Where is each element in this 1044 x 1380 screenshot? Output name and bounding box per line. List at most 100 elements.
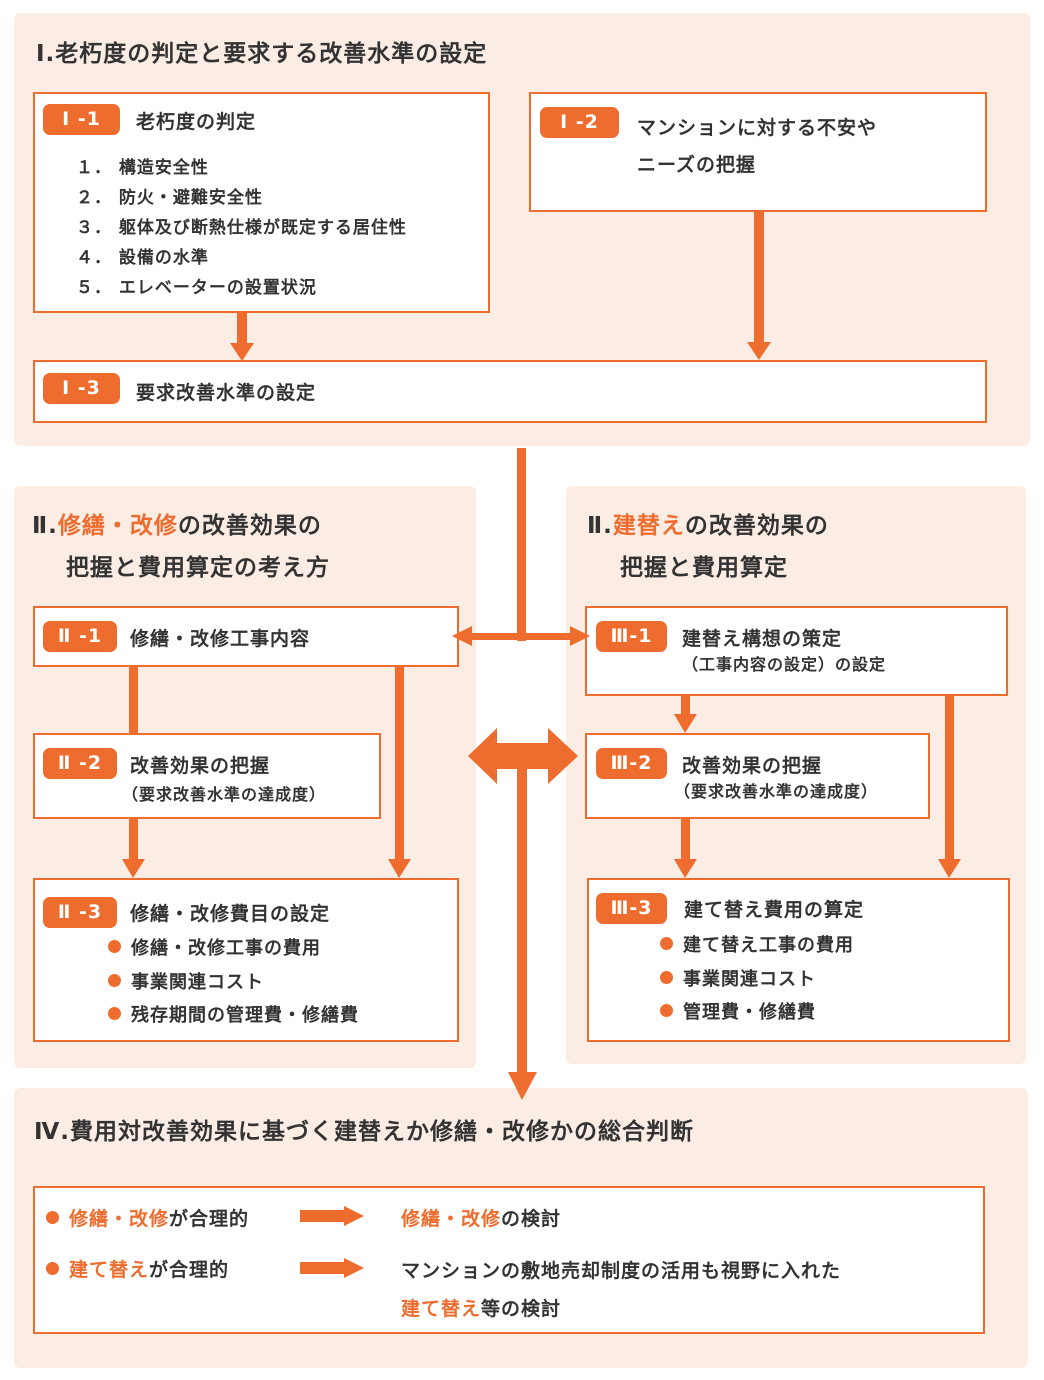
row1-result-suffix: の検討 [501,1208,562,1230]
section3-title-suffix: の改善効果の [684,513,829,539]
box-3-2-title: 改善効果の把握 [682,755,823,777]
section1-title: Ⅰ.老朽度の判定と要求する改善水準の設定 [36,41,488,67]
row1-suffix: が合理的 [169,1208,250,1230]
arrow-head [452,626,472,646]
connector-line [517,448,526,641]
judgement-row-1-result: 修繕・改修の検討 [401,1204,561,1231]
tag-2-1: Ⅱ -1 [43,621,117,652]
arrow-head [747,342,771,360]
connector-line [237,313,247,345]
bullet-item: 建て替え工事の費用 [660,931,854,957]
section3-title-line1: Ⅱ.建替えの改善効果の [587,506,829,540]
connector-line [468,633,574,640]
judgement-row-1-label: 修繕・改修が合理的 [46,1204,249,1231]
bullet-item: 事業関連コスト [108,968,264,994]
arrow-head [938,859,961,878]
list-item: ４． 設備の水準 [76,248,209,268]
bullet-dot [660,1004,673,1017]
bullet-dot [108,940,121,953]
arrow-head [344,1206,364,1226]
bullet-item: 事業関連コスト [660,965,816,991]
tag-2-2: Ⅱ -2 [43,748,117,779]
list-item: ２． 防火・避難安全性 [76,188,263,208]
section2-title-suffix: の改善効果の [177,513,322,539]
row1-highlight: 修繕・改修 [69,1208,170,1230]
box-3-3-title: 建て替え費用の算定 [684,899,865,921]
bullet-dot [660,937,673,950]
box-2-3-title: 修繕・改修費目の設定 [130,903,331,925]
section3-title-prefix: Ⅱ. [587,513,613,539]
connector-line [300,1262,348,1274]
box-3-1-title: 建替え構想の策定 [682,628,843,650]
bullet-dot [108,1007,121,1020]
tag-3-2: Ⅲ-2 [596,748,667,779]
box-1-3 [33,360,987,423]
arrow-head [508,1072,537,1100]
box-1-2 [529,92,987,212]
section2-title-line1: Ⅱ.修繕・改修の改善効果の [32,506,322,540]
section3-title-highlight: 建替え [612,513,685,539]
arrow-head [122,859,145,878]
row2-result-suffix: 等の検討 [481,1298,562,1320]
bullet-text: 残存期間の管理費・修繕費 [131,1005,359,1026]
connector-line [300,1210,348,1222]
row2-highlight: 建て替え [69,1259,150,1281]
bullet-text: 建て替え工事の費用 [683,935,854,956]
box-3-1-sub: （工事内容の設定）の設定 [682,655,887,674]
section4-title: Ⅳ.費用対改善効果に基づく建替えか修繕・改修かの総合判断 [34,1119,695,1145]
tag-2-3: Ⅱ -3 [43,897,117,928]
box-2-2-title: 改善効果の把握 [130,755,271,777]
box-1-2-line2: ニーズの把握 [637,154,757,176]
bullet-item: 残存期間の管理費・修繕費 [108,1001,359,1027]
box-2-2-sub: （要求改善水準の達成度） [122,785,327,804]
tag-1-1: Ⅰ -1 [43,104,120,135]
connector-line [129,667,138,733]
section2-title-prefix: Ⅱ. [32,513,58,539]
bullet-text: 事業関連コスト [683,969,816,990]
judgement-row-2-label: 建て替えが合理的 [46,1255,229,1282]
list-item: ３． 躯体及び断熱仕様が既定する居住性 [76,218,407,238]
section2-title-line2: 把握と費用算定の考え方 [66,555,330,581]
bullet-dot [108,974,121,987]
bullet-text: 事業関連コスト [131,972,264,993]
connector-line [129,819,138,861]
row2-suffix: が合理的 [149,1259,230,1281]
connector-line [754,212,764,344]
tag-3-1: Ⅲ-1 [596,621,667,652]
connector-line [681,819,690,861]
list-item: １． 構造安全性 [76,158,209,178]
bullet-dot [46,1262,59,1275]
section2-title-highlight: 修繕・改修 [57,513,178,539]
connector-line [517,750,527,1075]
bullet-item: 管理費・修繕費 [660,998,816,1024]
box-2-2 [33,733,381,819]
bullet-dot [46,1211,59,1224]
section3-title-line2: 把握と費用算定 [620,555,788,581]
tag-1-2: Ⅰ -2 [540,107,619,138]
connector-line [681,696,690,716]
box-3-2-sub: （要求改善水準の達成度） [674,782,879,801]
judgement-row-2-result-line1: マンションの敷地売却制度の活用も視野に入れた [401,1260,842,1282]
tag-1-3: Ⅰ -3 [43,373,120,404]
bullet-text: 修繕・改修工事の費用 [131,938,321,959]
arrow-head [674,714,697,733]
bullet-text: 管理費・修繕費 [683,1002,816,1023]
list-item: ５． エレベーターの設置状況 [76,278,317,298]
box-4 [33,1186,985,1334]
arrow-head [674,859,697,878]
bullet-item: 修繕・改修工事の費用 [108,934,321,960]
row2-result-highlight: 建て替え [401,1298,482,1320]
bullet-dot [660,971,673,984]
connector-line [945,696,954,861]
box-1-1-title: 老朽度の判定 [136,111,257,133]
judgement-row-2-result-line2: 建て替え等の検討 [401,1294,561,1321]
arrow-head [230,343,254,361]
arrow-head [570,626,590,646]
arrow-head [344,1258,364,1278]
box-2-1-title: 修繕・改修工事内容 [130,628,311,650]
arrow-head [388,859,411,878]
tag-3-3: Ⅲ-3 [596,893,667,924]
connector-line [395,667,404,861]
box-1-2-line1: マンションに対する不安や [637,117,878,139]
